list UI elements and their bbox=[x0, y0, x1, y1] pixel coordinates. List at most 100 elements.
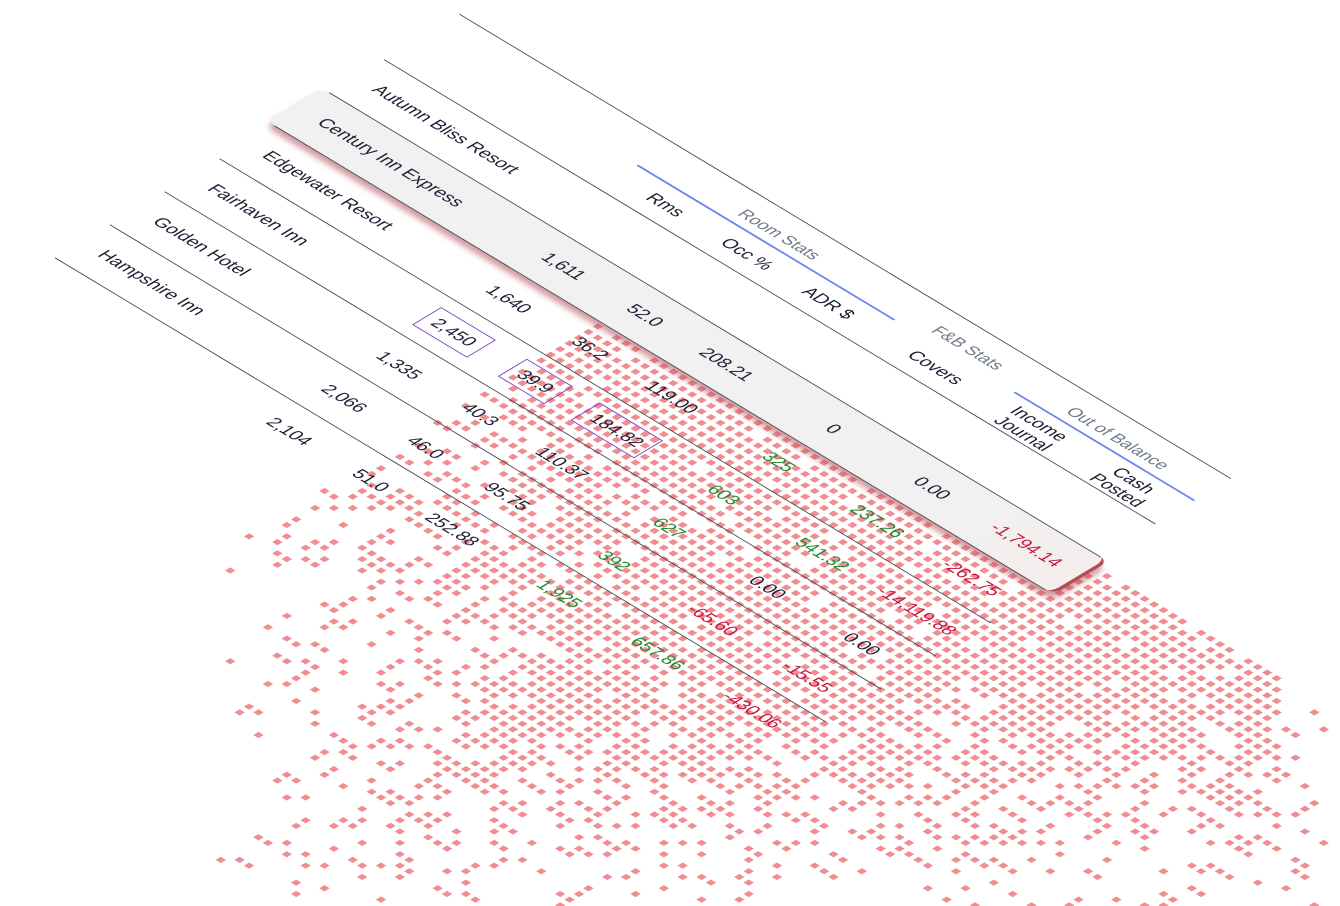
dot-tile bbox=[347, 856, 358, 864]
dot-tile bbox=[545, 760, 556, 767]
dot-tile bbox=[677, 805, 688, 812]
dot-tile bbox=[668, 754, 679, 761]
dot-tile bbox=[611, 822, 622, 829]
dot-tile bbox=[771, 612, 783, 619]
dot-tile bbox=[1214, 686, 1226, 693]
dot-tile bbox=[319, 544, 330, 551]
dot-tile bbox=[1205, 748, 1216, 756]
dot-tile bbox=[602, 374, 613, 381]
dot-tile bbox=[441, 629, 453, 637]
dot-tile bbox=[998, 783, 1009, 790]
dot-tile bbox=[800, 641, 811, 648]
dot-tile bbox=[818, 482, 830, 489]
dot-tile bbox=[1016, 590, 1028, 597]
dot-tile bbox=[913, 663, 924, 671]
dot-tile bbox=[1035, 805, 1047, 812]
dot-tile bbox=[385, 527, 396, 534]
dot-tile bbox=[1205, 862, 1216, 869]
dot-tile bbox=[470, 760, 481, 767]
dot-tile bbox=[545, 703, 556, 710]
dot-tile bbox=[649, 607, 660, 614]
dot-tile bbox=[866, 499, 877, 506]
dot-tile bbox=[498, 686, 509, 693]
dot-tile bbox=[1016, 658, 1028, 665]
dot-tile bbox=[752, 624, 764, 631]
dot-tile bbox=[602, 646, 613, 654]
dot-tile bbox=[677, 453, 688, 461]
dot-tile bbox=[573, 765, 585, 773]
dot-tile bbox=[422, 834, 434, 841]
dot-tile bbox=[969, 902, 981, 906]
dot-tile bbox=[781, 470, 792, 478]
dot-tile bbox=[969, 663, 981, 671]
dot-tile bbox=[1111, 748, 1122, 756]
dot-tile bbox=[1064, 765, 1075, 773]
dot-tile bbox=[620, 692, 632, 699]
dot-tile bbox=[809, 453, 820, 461]
dot-tile bbox=[413, 692, 424, 699]
dot-tile bbox=[441, 890, 453, 898]
dot-tile bbox=[1035, 760, 1047, 767]
dot-tile bbox=[639, 748, 651, 756]
dot-tile bbox=[743, 629, 754, 637]
dot-tile bbox=[620, 385, 632, 392]
dot-tile bbox=[451, 487, 462, 495]
dot-tile bbox=[790, 737, 802, 744]
dot-tile bbox=[488, 771, 500, 778]
dot-tile bbox=[394, 873, 406, 881]
dot-tile bbox=[743, 652, 754, 659]
dot-tile bbox=[866, 771, 877, 778]
dot-tile bbox=[790, 465, 802, 472]
dot-tile bbox=[630, 868, 641, 875]
dot-tile bbox=[592, 323, 604, 330]
dot-tile bbox=[611, 414, 622, 421]
dot-tile bbox=[1158, 686, 1169, 693]
dot-tile bbox=[488, 635, 500, 642]
dot-tile bbox=[1054, 590, 1065, 597]
dot-tile bbox=[847, 669, 858, 676]
dot-tile bbox=[1082, 720, 1094, 727]
dot-tile bbox=[696, 487, 707, 495]
dot-tile bbox=[705, 879, 717, 886]
dot-tile bbox=[932, 595, 943, 602]
dot-tile bbox=[828, 624, 839, 631]
dot-tile bbox=[1148, 692, 1160, 699]
dot-tile bbox=[602, 601, 613, 608]
dot-tile bbox=[451, 669, 462, 676]
dot-tile bbox=[1167, 896, 1179, 903]
dot-tile bbox=[686, 448, 698, 455]
dot-tile bbox=[715, 465, 726, 472]
dot-tile bbox=[950, 788, 962, 795]
dot-tile bbox=[658, 431, 670, 438]
dot-tile bbox=[752, 612, 764, 619]
dot-tile bbox=[866, 510, 877, 517]
dot-tile bbox=[413, 726, 424, 733]
dot-tile bbox=[1111, 839, 1122, 847]
dot-tile bbox=[724, 720, 736, 727]
dot-tile bbox=[903, 555, 915, 563]
dot-tile bbox=[668, 527, 679, 534]
dot-tile bbox=[507, 476, 519, 483]
dot-tile bbox=[771, 726, 783, 733]
dot-tile bbox=[734, 612, 745, 619]
dot-tile bbox=[771, 578, 783, 585]
dot-tile bbox=[884, 680, 896, 688]
dot-tile bbox=[988, 754, 999, 761]
dot-tile bbox=[809, 703, 820, 710]
dot-tile bbox=[507, 590, 519, 597]
dot-tile bbox=[602, 567, 613, 574]
dot-tile bbox=[1139, 845, 1150, 852]
dot-tile bbox=[866, 726, 877, 733]
dot-tile bbox=[639, 771, 651, 778]
dot-tile bbox=[960, 805, 971, 812]
dot-tile bbox=[630, 561, 641, 568]
dot-tile bbox=[1045, 697, 1056, 705]
dot-tile bbox=[828, 590, 839, 597]
dot-tile bbox=[630, 573, 641, 580]
dot-tile bbox=[818, 618, 830, 625]
dot-tile bbox=[828, 680, 839, 688]
dot-tile bbox=[903, 612, 915, 619]
dot-tile bbox=[894, 652, 905, 659]
dot-tile bbox=[658, 771, 670, 778]
dot-tile bbox=[507, 453, 519, 461]
